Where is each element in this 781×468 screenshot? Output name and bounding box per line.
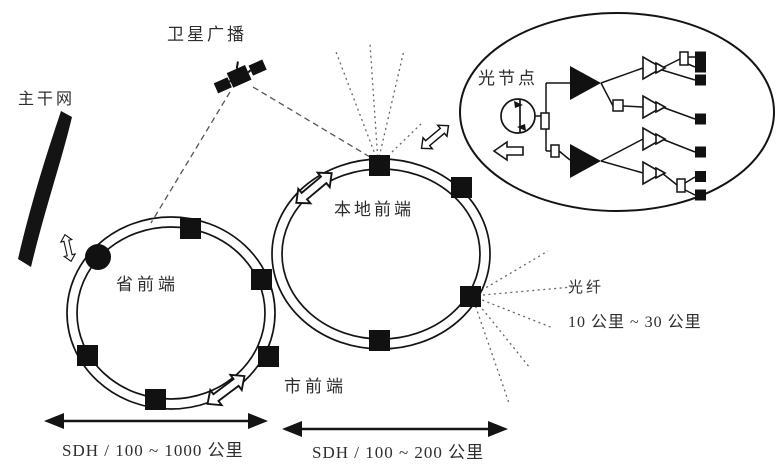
satellite-icon xyxy=(213,59,267,94)
tap-connectors xyxy=(540,51,689,193)
satellite-link-to-provincial-ring xyxy=(150,91,231,224)
city-ring-scale-label: SDH / 100 ~ 200 公里 xyxy=(312,443,484,462)
downstream-arrow-icon xyxy=(492,140,524,162)
subscriber-terminals xyxy=(695,51,706,201)
satellite-reception-rays xyxy=(335,43,422,163)
backbone-interconnect-arrow xyxy=(58,232,78,264)
provincial-ring-scale-label: SDH / 100 ~ 1000 公里 xyxy=(62,441,244,460)
ring-to-hfc-arrow xyxy=(416,119,454,155)
city-distance-arrow xyxy=(282,421,508,437)
optical-fiber-label: 光纤 xyxy=(568,279,604,296)
provincial-headend-label: 省前端 xyxy=(116,275,179,294)
city-ring-interconnect-arrow xyxy=(289,164,339,212)
satellite-link-to-city-ring xyxy=(252,86,376,161)
local-headend-label: 本地前端 xyxy=(334,200,414,219)
backbone-trunk-stroke xyxy=(18,111,72,267)
distribution-amplifiers xyxy=(642,55,667,186)
backbone-network-label: 主干网 xyxy=(18,90,75,108)
hfc-wiring xyxy=(535,56,696,196)
provincial-ring-node-squares xyxy=(77,218,279,410)
fiber-distance-label: 10 公里 ~ 30 公里 xyxy=(568,313,702,331)
trunk-amplifiers xyxy=(570,66,601,178)
fiber-distribution-rays xyxy=(471,250,573,404)
city-headend-label: 市前端 xyxy=(284,377,347,396)
provincial-distance-arrow xyxy=(44,413,268,429)
city-ring-node-squares xyxy=(369,155,481,351)
hfc-detail-ellipse xyxy=(459,12,775,212)
provincial-headend-node-circle xyxy=(85,244,111,270)
optical-node-label: 光节点 xyxy=(478,69,538,88)
satellite-broadcast-label: 卫星广播 xyxy=(167,25,247,44)
provincial-sdh-ring xyxy=(66,216,276,410)
provincial-city-interconnect-arrow xyxy=(200,367,252,413)
